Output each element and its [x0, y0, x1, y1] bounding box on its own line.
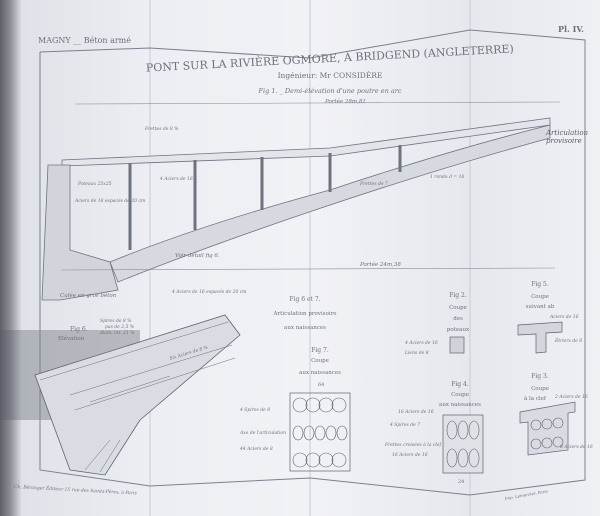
fig3-section: [519, 401, 576, 456]
footer-publisher: Ch. Béranger Éditeur 15 rue des Saints-P…: [14, 482, 138, 496]
fig7-line1: Coupe: [311, 358, 329, 364]
fig1-label: 1 rondo d = 16: [430, 174, 464, 180]
header-left: MAGNY __ Béton armé: [38, 36, 131, 45]
fig2-label: 4 Aciers de 16: [404, 340, 438, 346]
footer-printer: Imp. Lemercier, Paris: [503, 488, 548, 501]
fig6-title: Fig 6.: [70, 326, 88, 333]
fig3-label: 2 Aciers de 16: [554, 394, 588, 400]
fig3-title: Fig 3.: [531, 373, 549, 380]
fig5-label: Étriers de 8: [554, 336, 582, 344]
engineer: Ingénieur: Mr CONSIDÈRE: [278, 71, 383, 80]
fig6-subtitle: Elévation: [58, 335, 85, 342]
fig5-title: Fig 5.: [531, 281, 549, 288]
fig7-label: 44 Aciers de 8: [239, 446, 273, 452]
fig3-label: 8 Aciers de 16: [560, 444, 593, 450]
fig2-line3: poteaux: [447, 327, 470, 333]
plate-number: Pl. IV.: [558, 24, 584, 34]
fig1-label: 4 Aciers de 16 espacés de 20 cm: [171, 288, 247, 295]
fig2-title: Fig 2.: [449, 292, 467, 299]
fig7-dim: 64: [318, 382, 324, 388]
fig3-line2: à la clef: [524, 395, 547, 402]
fig4-title: Fig 4.: [451, 381, 469, 388]
fig4-label: 4 Spires de 7: [389, 422, 420, 428]
fig2-label: Liens de 8: [404, 350, 429, 356]
posts: [128, 145, 402, 250]
fig2-section: [449, 336, 465, 354]
fig4-dim: 24: [458, 479, 464, 485]
fig4-spirals: [446, 420, 480, 468]
fig7-label: 4 Spires de 8: [239, 407, 270, 413]
fig7-section: [289, 392, 351, 472]
fig6-elevation: [34, 314, 241, 476]
fig4-label: 16 Aciers de 16: [398, 409, 434, 415]
fig6-label: Spires de 8 %: [100, 318, 132, 324]
fig1-label: Frettes de 7: [359, 181, 388, 187]
fig1-span-bottom: Portée 24m,38: [359, 261, 401, 268]
abutment-label: Culée en gros béton: [60, 292, 117, 299]
fig3-spirals: [530, 417, 564, 450]
detail-ref: Voir détail fig 6.: [175, 252, 220, 259]
fig7-line2: aux naissances: [299, 370, 341, 376]
fig67-line2: aux naissances: [284, 325, 326, 331]
plate-title: PONT SUR LA RIVIÈRE OGMORE, À BRIDGEND (…: [146, 41, 515, 74]
fig1-label: Frettes de 8 %: [144, 126, 179, 132]
fig6-label: pas de 2,5 %: [105, 324, 134, 330]
fig4-label: Frettes croisées à la clef: [384, 441, 442, 448]
fig4-section: [442, 414, 484, 474]
fig5-label: Aciers de 16: [549, 314, 579, 320]
fig4-line1: Coupe: [451, 392, 469, 398]
fig4-label: 16 Aciers de 16: [392, 452, 428, 458]
fig5-line1: Coupe: [531, 294, 549, 300]
fig7-title: Fig 7.: [311, 347, 329, 354]
articulation-label: Articulation provisoire: [546, 129, 589, 145]
fig6-reinforcement: [39, 321, 236, 473]
fig3-line1: Coupe: [531, 386, 549, 392]
fig5-line2: suivant ab: [526, 304, 555, 310]
fig67-title: Fig 6 et 7.: [289, 296, 320, 303]
fig2-line1: Coupe: [449, 305, 467, 311]
fig2-line2: des: [453, 316, 463, 322]
fig7-spirals: [292, 397, 348, 468]
fig6-label: diam. int. 21 %: [100, 330, 135, 336]
fig1-label: 4 Aciers de 16: [159, 176, 193, 182]
fig67-line1: Articulation provisoire: [273, 311, 337, 317]
arch-rib: [109, 124, 551, 283]
abutment: [41, 164, 119, 301]
fig7-label: Axe de l'articulation: [239, 430, 286, 436]
fig1-label: Poteaux 25x25: [77, 181, 112, 187]
fig1-caption: Fig 1. _ Demi-élévation d'une poutre en …: [258, 87, 402, 95]
fig1-span-top: Portée 28m,81: [324, 98, 366, 105]
fig1-label: Aciers de 16 espacés de 20 cm: [74, 197, 145, 204]
fig4-line2: aux naissances: [439, 402, 481, 408]
fig5-section: [517, 321, 563, 354]
plate-frame: [39, 29, 586, 496]
